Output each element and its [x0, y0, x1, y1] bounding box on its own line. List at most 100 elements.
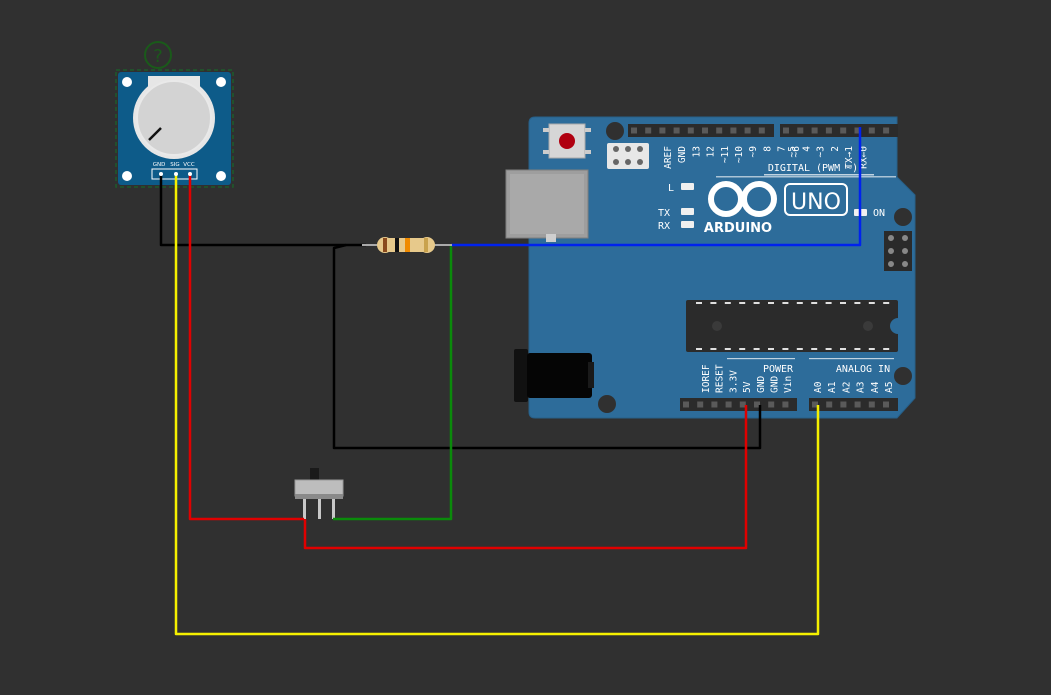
- digital-pin[interactable]: [758, 127, 765, 134]
- power-jack: [514, 349, 594, 402]
- digital-pin[interactable]: [702, 127, 708, 134]
- power-pin-label: IOREF: [701, 364, 712, 393]
- power-pin[interactable]: [754, 401, 760, 408]
- knob-indicator: [148, 127, 162, 141]
- arduino-logo: UNO ARDUINO: [704, 176, 896, 236]
- digital-pin-label: ~9: [748, 146, 759, 158]
- wire-red-5v[interactable]: [303, 405, 748, 550]
- power-pin-label: GND: [756, 376, 767, 393]
- led-on-label: ON: [873, 208, 885, 219]
- pin-label-gnd: GND: [153, 162, 166, 168]
- power-pin[interactable]: [739, 401, 746, 408]
- digital-pin[interactable]: [645, 127, 652, 134]
- analog-pin[interactable]: [812, 401, 818, 408]
- led-tx-label: TX: [658, 208, 670, 219]
- digital-label: DIGITAL (PWM ~): [768, 163, 858, 174]
- digital-pin-label: 13: [691, 146, 702, 157]
- digital-pin[interactable]: [868, 127, 875, 134]
- icsp-header-1: [607, 143, 649, 169]
- power-pin-label: Vin: [783, 376, 794, 393]
- power-pin[interactable]: [782, 401, 789, 408]
- analog-pin-label: A1: [827, 381, 838, 393]
- digital-pin[interactable]: [673, 127, 680, 134]
- arduino-uno-board[interactable]: L TX RX UNO ARDUINO ON: [505, 116, 916, 419]
- mounting-hole: [598, 395, 616, 413]
- reset-button[interactable]: [543, 123, 591, 159]
- mounting-hole: [894, 208, 912, 226]
- digital-pin[interactable]: [687, 127, 694, 134]
- uno-badge: [784, 183, 848, 216]
- digital-pin[interactable]: [659, 127, 666, 134]
- digital-pin-label: 4: [801, 146, 812, 152]
- digital-pin-label: TX→1: [844, 146, 855, 169]
- resistor[interactable]: [362, 237, 452, 253]
- digital-pin[interactable]: [730, 127, 737, 134]
- wire-blue-d2[interactable]: [451, 127, 862, 247]
- wire-red-vcc[interactable]: [188, 174, 304, 521]
- digital-pin[interactable]: [783, 127, 789, 134]
- arduino-model: UNO: [791, 190, 841, 215]
- analog-pin-label: A5: [884, 382, 895, 393]
- help-icon[interactable]: [144, 41, 172, 69]
- help-glyph: ?: [153, 46, 163, 67]
- mounting-hole: [894, 367, 912, 385]
- digital-pin-label: GND: [677, 146, 688, 163]
- digital-pin-label: 7: [777, 146, 788, 152]
- pin-label-sig: SIG: [170, 162, 179, 168]
- wire-yellow-sig[interactable]: [174, 174, 820, 636]
- power-pin-label: 5V: [742, 381, 753, 393]
- arduino-brand: ARDUINO: [704, 221, 772, 236]
- analog-pin[interactable]: [826, 401, 833, 408]
- digital-pin[interactable]: [716, 127, 723, 134]
- digital-pin[interactable]: [825, 127, 832, 134]
- power-pin-label: GND: [770, 376, 781, 393]
- usb-connector: [505, 169, 589, 242]
- analog-pin-label: A0: [813, 381, 824, 393]
- digital-pin[interactable]: [883, 127, 890, 134]
- led-rx-label: RX: [658, 221, 670, 232]
- led-l-label: L: [668, 183, 674, 194]
- digital-pin[interactable]: [631, 127, 637, 134]
- digital-pin[interactable]: [744, 127, 751, 134]
- power-pin[interactable]: [768, 401, 775, 408]
- analog-pin[interactable]: [854, 401, 861, 408]
- digital-pin[interactable]: [840, 127, 847, 134]
- analog-pin[interactable]: [840, 401, 847, 408]
- slide-switch[interactable]: [294, 468, 344, 519]
- wire-black-switch-gnd[interactable]: [332, 243, 762, 450]
- analog-pin-label: A3: [856, 382, 867, 393]
- led-tx: TX: [658, 208, 694, 219]
- switch-handle[interactable]: [310, 468, 319, 480]
- digital-pin-label: ~10: [734, 146, 745, 163]
- digital-pin-label: ~6: [791, 146, 802, 158]
- mounting-hole: [606, 122, 624, 140]
- wire-black-gnd[interactable]: [159, 174, 366, 247]
- analog-pin[interactable]: [868, 401, 875, 408]
- pin-label-vcc: VCC: [183, 162, 195, 168]
- analog-pin-label: A4: [870, 381, 881, 393]
- digital-pin-label: ~5: [787, 146, 798, 157]
- digital-pin[interactable]: [854, 127, 861, 134]
- icsp-header-2: [884, 231, 912, 271]
- digital-pin[interactable]: [811, 127, 818, 134]
- analog-pin[interactable]: [883, 401, 889, 408]
- led-rx: RX: [658, 221, 694, 232]
- power-pin[interactable]: [725, 401, 732, 408]
- digital-pin[interactable]: [797, 127, 804, 134]
- potentiometer-module[interactable]: ? GND SIG VCC: [115, 41, 234, 188]
- digital-pin-label: 2: [830, 146, 841, 152]
- power-pin-label: 3.3V: [728, 370, 739, 393]
- digital-pin-label: RX←0: [859, 146, 870, 169]
- digital-pin-label: 8: [762, 146, 773, 152]
- analog-pin-label: A2: [841, 382, 852, 393]
- power-pin[interactable]: [683, 401, 689, 408]
- power-pin[interactable]: [697, 401, 704, 408]
- digital-pin-label: 12: [706, 146, 717, 157]
- power-pin[interactable]: [711, 401, 718, 408]
- wires[interactable]: [159, 127, 862, 636]
- wire-green[interactable]: [333, 245, 453, 521]
